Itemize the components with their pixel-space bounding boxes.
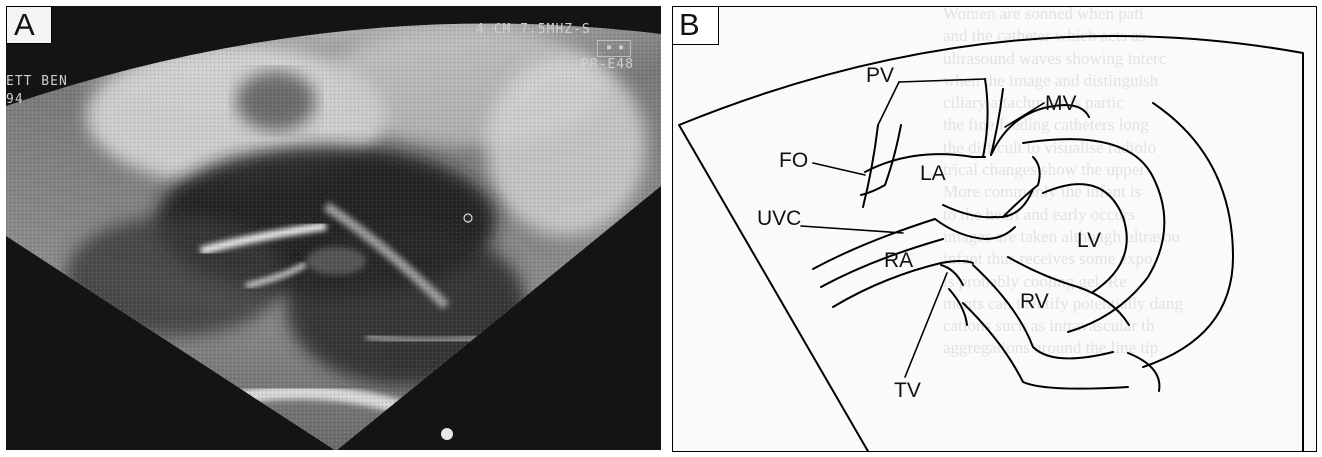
diagram-panel: Women are sonned when pati and the cathe… [672, 6, 1317, 452]
label-pulmonary-vein: PV [866, 64, 894, 88]
probe-marker-dot [441, 428, 453, 440]
label-left-atrium: LA [920, 162, 946, 186]
interatrial-septum [943, 189, 1033, 217]
probe-frequency-text: 4 CM 7.5MHZ-S [476, 22, 591, 37]
label-foramen-ovale: FO [779, 149, 808, 173]
ultrasound-panel: A 4 CM 7.5MHZ-S ▪ ▪ PR-E48 ETT BEN 94 [6, 6, 661, 450]
panel-b-label: B [673, 7, 719, 45]
ultrasound-scan [6, 6, 661, 450]
outer-right-wall [1143, 103, 1233, 367]
label-left-ventricle: LV [1077, 229, 1101, 253]
leader-pv-2 [899, 79, 985, 82]
leader-uvc [801, 226, 903, 233]
rv-apex [1128, 353, 1159, 391]
sector-outline [679, 36, 1303, 452]
tricuspid-valve [941, 265, 963, 285]
leader-tv [905, 273, 947, 377]
septum-lower [935, 219, 1015, 239]
leader-fo [813, 163, 865, 175]
panel-a-label: A [6, 6, 52, 44]
label-right-atrium: RA [884, 249, 913, 273]
scan-indicator-box: ▪ ▪ [597, 40, 631, 57]
label-right-ventricle: RV [1020, 290, 1049, 314]
label-umbilical-venous-catheter: UVC [757, 207, 801, 231]
leader-pv-1 [878, 82, 899, 125]
label-tricuspid-valve: TV [894, 379, 921, 403]
leader-mv [1005, 103, 1044, 127]
uvc-lower [821, 239, 943, 287]
patient-id-line1: ETT BEN [6, 74, 68, 89]
label-mitral-valve: MV [1045, 92, 1077, 116]
preset-text: PR-E48 [581, 57, 634, 72]
scan-indicator-glyph: ▪ ▪ [606, 42, 624, 53]
pulmonary-vein-right [983, 79, 988, 157]
tricuspid-valve-2 [949, 289, 967, 325]
patient-id-line2: 94 [6, 92, 24, 107]
